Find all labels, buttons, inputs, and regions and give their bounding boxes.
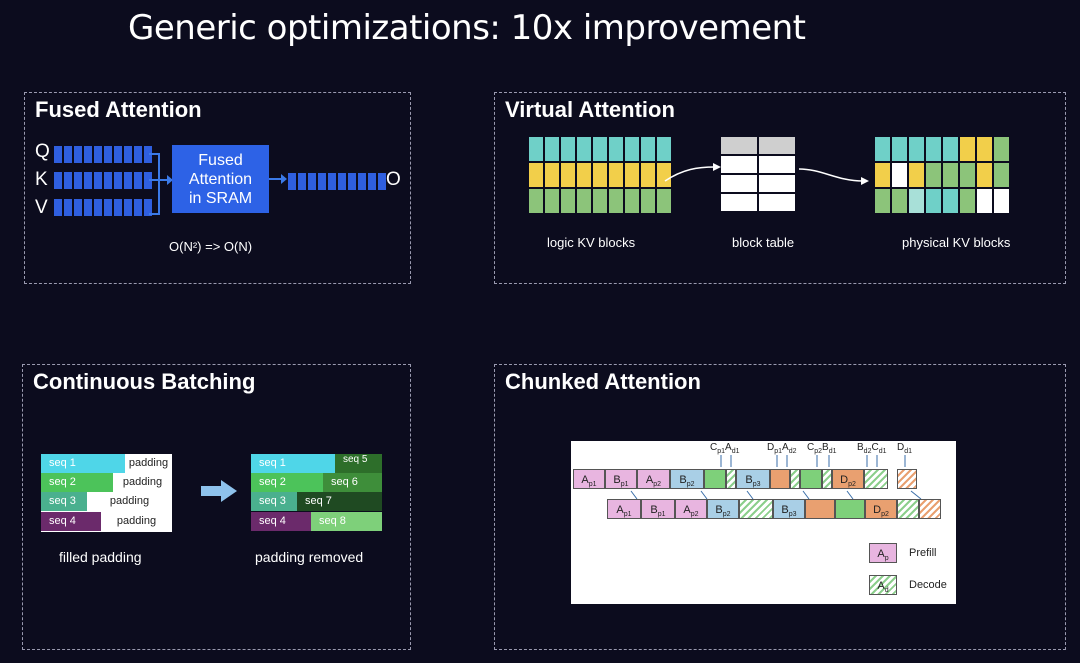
slide-title: Generic optimizations: 10x improvement (128, 8, 806, 48)
ad2-block (790, 469, 800, 489)
cp2-block (800, 469, 822, 489)
output-arrow (269, 174, 287, 184)
dp1-block-2 (805, 499, 835, 519)
seq-4-cell: seq 4 (41, 512, 101, 531)
ap1-block-2: Ap1 (607, 499, 641, 519)
o-label: O (386, 169, 401, 190)
legend-prefill-label: Prefill (909, 547, 937, 559)
physical-kv-blocks (875, 137, 1009, 213)
block-table (721, 137, 795, 211)
padding-cell: padding (101, 512, 172, 531)
left-row-4: seq 4 padding (41, 512, 172, 531)
seq-1-cell: seq 1 (41, 454, 125, 473)
cp1-ad1-label: Cp1Ad1 (710, 442, 740, 455)
right-row-2: seq 2 seq 6 (251, 473, 382, 492)
ap1-block: Ap1 (573, 469, 605, 489)
seq-3-cell: seq 3 (251, 492, 297, 511)
block-table-label: block table (732, 235, 795, 250)
fused-attention-box: Fused Attention in SRAM (172, 145, 269, 213)
bd1-block (822, 469, 832, 489)
bp2-block: Bp2 (670, 469, 704, 489)
seq-7-cell: seq 7 (297, 492, 382, 511)
bd2-cd1-block (864, 469, 888, 489)
chunked-attention-title: Chunked Attention (505, 369, 701, 394)
decode-block-2c (919, 499, 941, 519)
filled-padding-caption: filled padding (59, 549, 142, 565)
q-vector (53, 145, 153, 164)
bp3-block-2: Bp3 (773, 499, 805, 519)
cp1-block (704, 469, 726, 489)
padding-removed-caption: padding removed (255, 549, 364, 565)
bp1-block: Bp1 (605, 469, 637, 489)
seq-5-cell: seq 5 (335, 454, 382, 473)
legend-decode-label: Decode (909, 579, 947, 591)
padding-cell: padding (125, 454, 172, 473)
continuous-batching-title: Continuous Batching (33, 369, 256, 394)
continuous-batching-panel: Continuous Batching seq 1 padding seq 2 … (22, 364, 411, 650)
virtual-attention-panel: Virtual Attention logic KV blocks block … (494, 92, 1066, 284)
padding-cell: padding (87, 492, 172, 511)
right-row-4: seq 4 seq 8 (251, 512, 382, 531)
legend-prefill-swatch: Ap (869, 543, 897, 563)
ad1-block (726, 469, 736, 489)
dd1-label: Dd1 (897, 442, 913, 455)
complexity-label: O(N²) => O(N) (169, 239, 253, 254)
left-row-1: seq 1 padding (41, 454, 172, 473)
seq-1-cell: seq 1 (251, 454, 335, 473)
bp1-block-2: Bp1 (641, 499, 675, 519)
k-vector (53, 171, 153, 190)
input-arrows (149, 153, 173, 215)
bp3-block: Bp3 (736, 469, 770, 489)
virtual-attention-title: Virtual Attention (505, 97, 675, 122)
o-vector (287, 172, 387, 191)
padding-removed-batch: seq 1 seq 5 seq 2 seq 6 seq 3 seq 7 seq … (251, 454, 382, 532)
decode-block-2b (897, 499, 919, 519)
left-row-3: seq 3 padding (41, 492, 172, 511)
logic-to-table-arrow (664, 163, 721, 182)
logic-kv-blocks (529, 137, 671, 213)
logic-kv-label: logic KV blocks (547, 235, 636, 250)
chunked-attention-figure: Cp1Ad1 Dp1Ad2 Cp2Bd1 Bd2Cd1 Dd1 Ap1 Bp1 … (571, 441, 956, 604)
row-transition-arrows (630, 490, 922, 500)
filled-padding-batch: seq 1 padding seq 2 padding seq 3 paddin… (41, 454, 172, 532)
seq-6-cell: seq 6 (323, 473, 382, 492)
right-row-1: seq 1 seq 5 (251, 454, 382, 473)
legend-decode-swatch: Ad (869, 575, 897, 595)
bp2-block-2: Bp2 (707, 499, 739, 519)
right-row-3: seq 3 seq 7 (251, 492, 382, 511)
chunked-attention-panel: Chunked Attention Cp1Ad1 Dp1Ad2 Cp2Bd1 B… (494, 364, 1066, 650)
ap2-block: Ap2 (637, 469, 670, 489)
seq-2-cell: seq 2 (251, 473, 323, 492)
bd2-cd1-label: Bd2Cd1 (857, 442, 887, 455)
left-row-2: seq 2 padding (41, 473, 172, 492)
cp2-block-2 (835, 499, 865, 519)
dp1-ad2-label: Dp1Ad2 (767, 442, 797, 455)
v-vector (53, 198, 153, 217)
q-label: Q (35, 141, 50, 162)
seq-4-cell: seq 4 (251, 512, 311, 531)
dp2-block: Dp2 (832, 469, 864, 489)
fused-attention-title: Fused Attention (35, 97, 202, 122)
seq-3-cell: seq 3 (41, 492, 87, 511)
decode-block-2a (739, 499, 773, 519)
table-to-physical-arrow (798, 168, 869, 185)
dd1-block (897, 469, 917, 489)
dp2-block-2: Dp2 (865, 499, 897, 519)
seq-2-cell: seq 2 (41, 473, 113, 492)
k-label: K (35, 169, 48, 190)
label-pointer-arrows (720, 455, 906, 467)
seq-8-cell: seq 8 (311, 512, 382, 531)
physical-kv-label: physical KV blocks (902, 235, 1011, 250)
padding-cell: padding (113, 473, 172, 492)
fused-attention-panel: Fused Attention Q K V Fused Attention in… (24, 92, 411, 284)
batching-arrow (201, 480, 237, 502)
ap2-block-2: Ap2 (675, 499, 707, 519)
cp2-bd1-label: Cp2Bd1 (807, 442, 837, 455)
v-label: V (35, 197, 48, 218)
dp1-block (770, 469, 790, 489)
